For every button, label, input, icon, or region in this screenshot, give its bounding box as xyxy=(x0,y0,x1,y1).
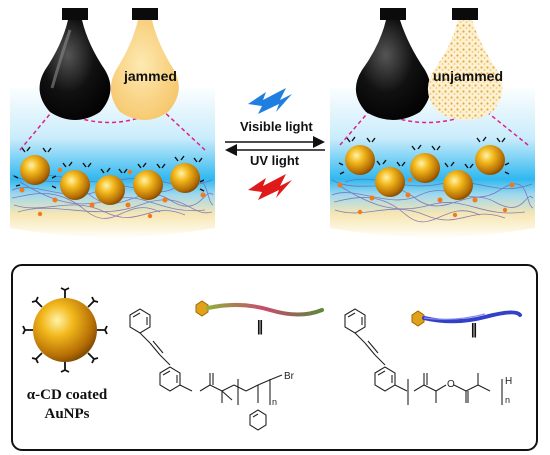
chem1-subscript: n xyxy=(272,397,278,407)
reversible-arrows xyxy=(225,136,325,156)
legend-particle-icon xyxy=(22,287,108,373)
left-interface-panel xyxy=(10,85,215,237)
equiv-symbol-1: ||| xyxy=(256,318,264,335)
legend-box xyxy=(11,264,538,451)
structure-azo-pla xyxy=(344,308,503,405)
chem1-end-group: Br xyxy=(284,371,294,382)
uv-light-label: UV light xyxy=(250,153,300,168)
left-drop-dark xyxy=(39,8,111,120)
right-drop-unjammed xyxy=(427,8,503,120)
particle-label-line1: α-CD coated xyxy=(26,387,108,403)
left-drop-jammed xyxy=(110,8,179,120)
structure-azo-ps xyxy=(129,308,283,431)
right-drop-dark xyxy=(355,8,431,120)
chain-icon-pla xyxy=(411,310,522,327)
equiv-symbol-2: ||| xyxy=(470,321,478,338)
left-drop-state-label: jammed xyxy=(124,68,177,84)
top-scene xyxy=(10,8,535,237)
chain-icon-ps xyxy=(195,300,324,317)
right-interface-panel xyxy=(330,85,535,237)
uv-light-icon xyxy=(248,174,292,200)
chem2-end-group: H xyxy=(505,376,513,387)
particle-label: α-CD coated AuNPs xyxy=(22,386,112,424)
visible-light-icon xyxy=(248,88,292,114)
chem2-subscript: n xyxy=(505,395,511,405)
left-particle-layer xyxy=(20,155,200,205)
right-drop-state-label: unjammed xyxy=(433,68,504,84)
visible-light-label: Visible light xyxy=(240,119,313,134)
right-particle-layer xyxy=(345,145,505,200)
particle-label-line2: AuNPs xyxy=(44,406,90,422)
chem2-ether-oxygen: O xyxy=(447,379,455,390)
